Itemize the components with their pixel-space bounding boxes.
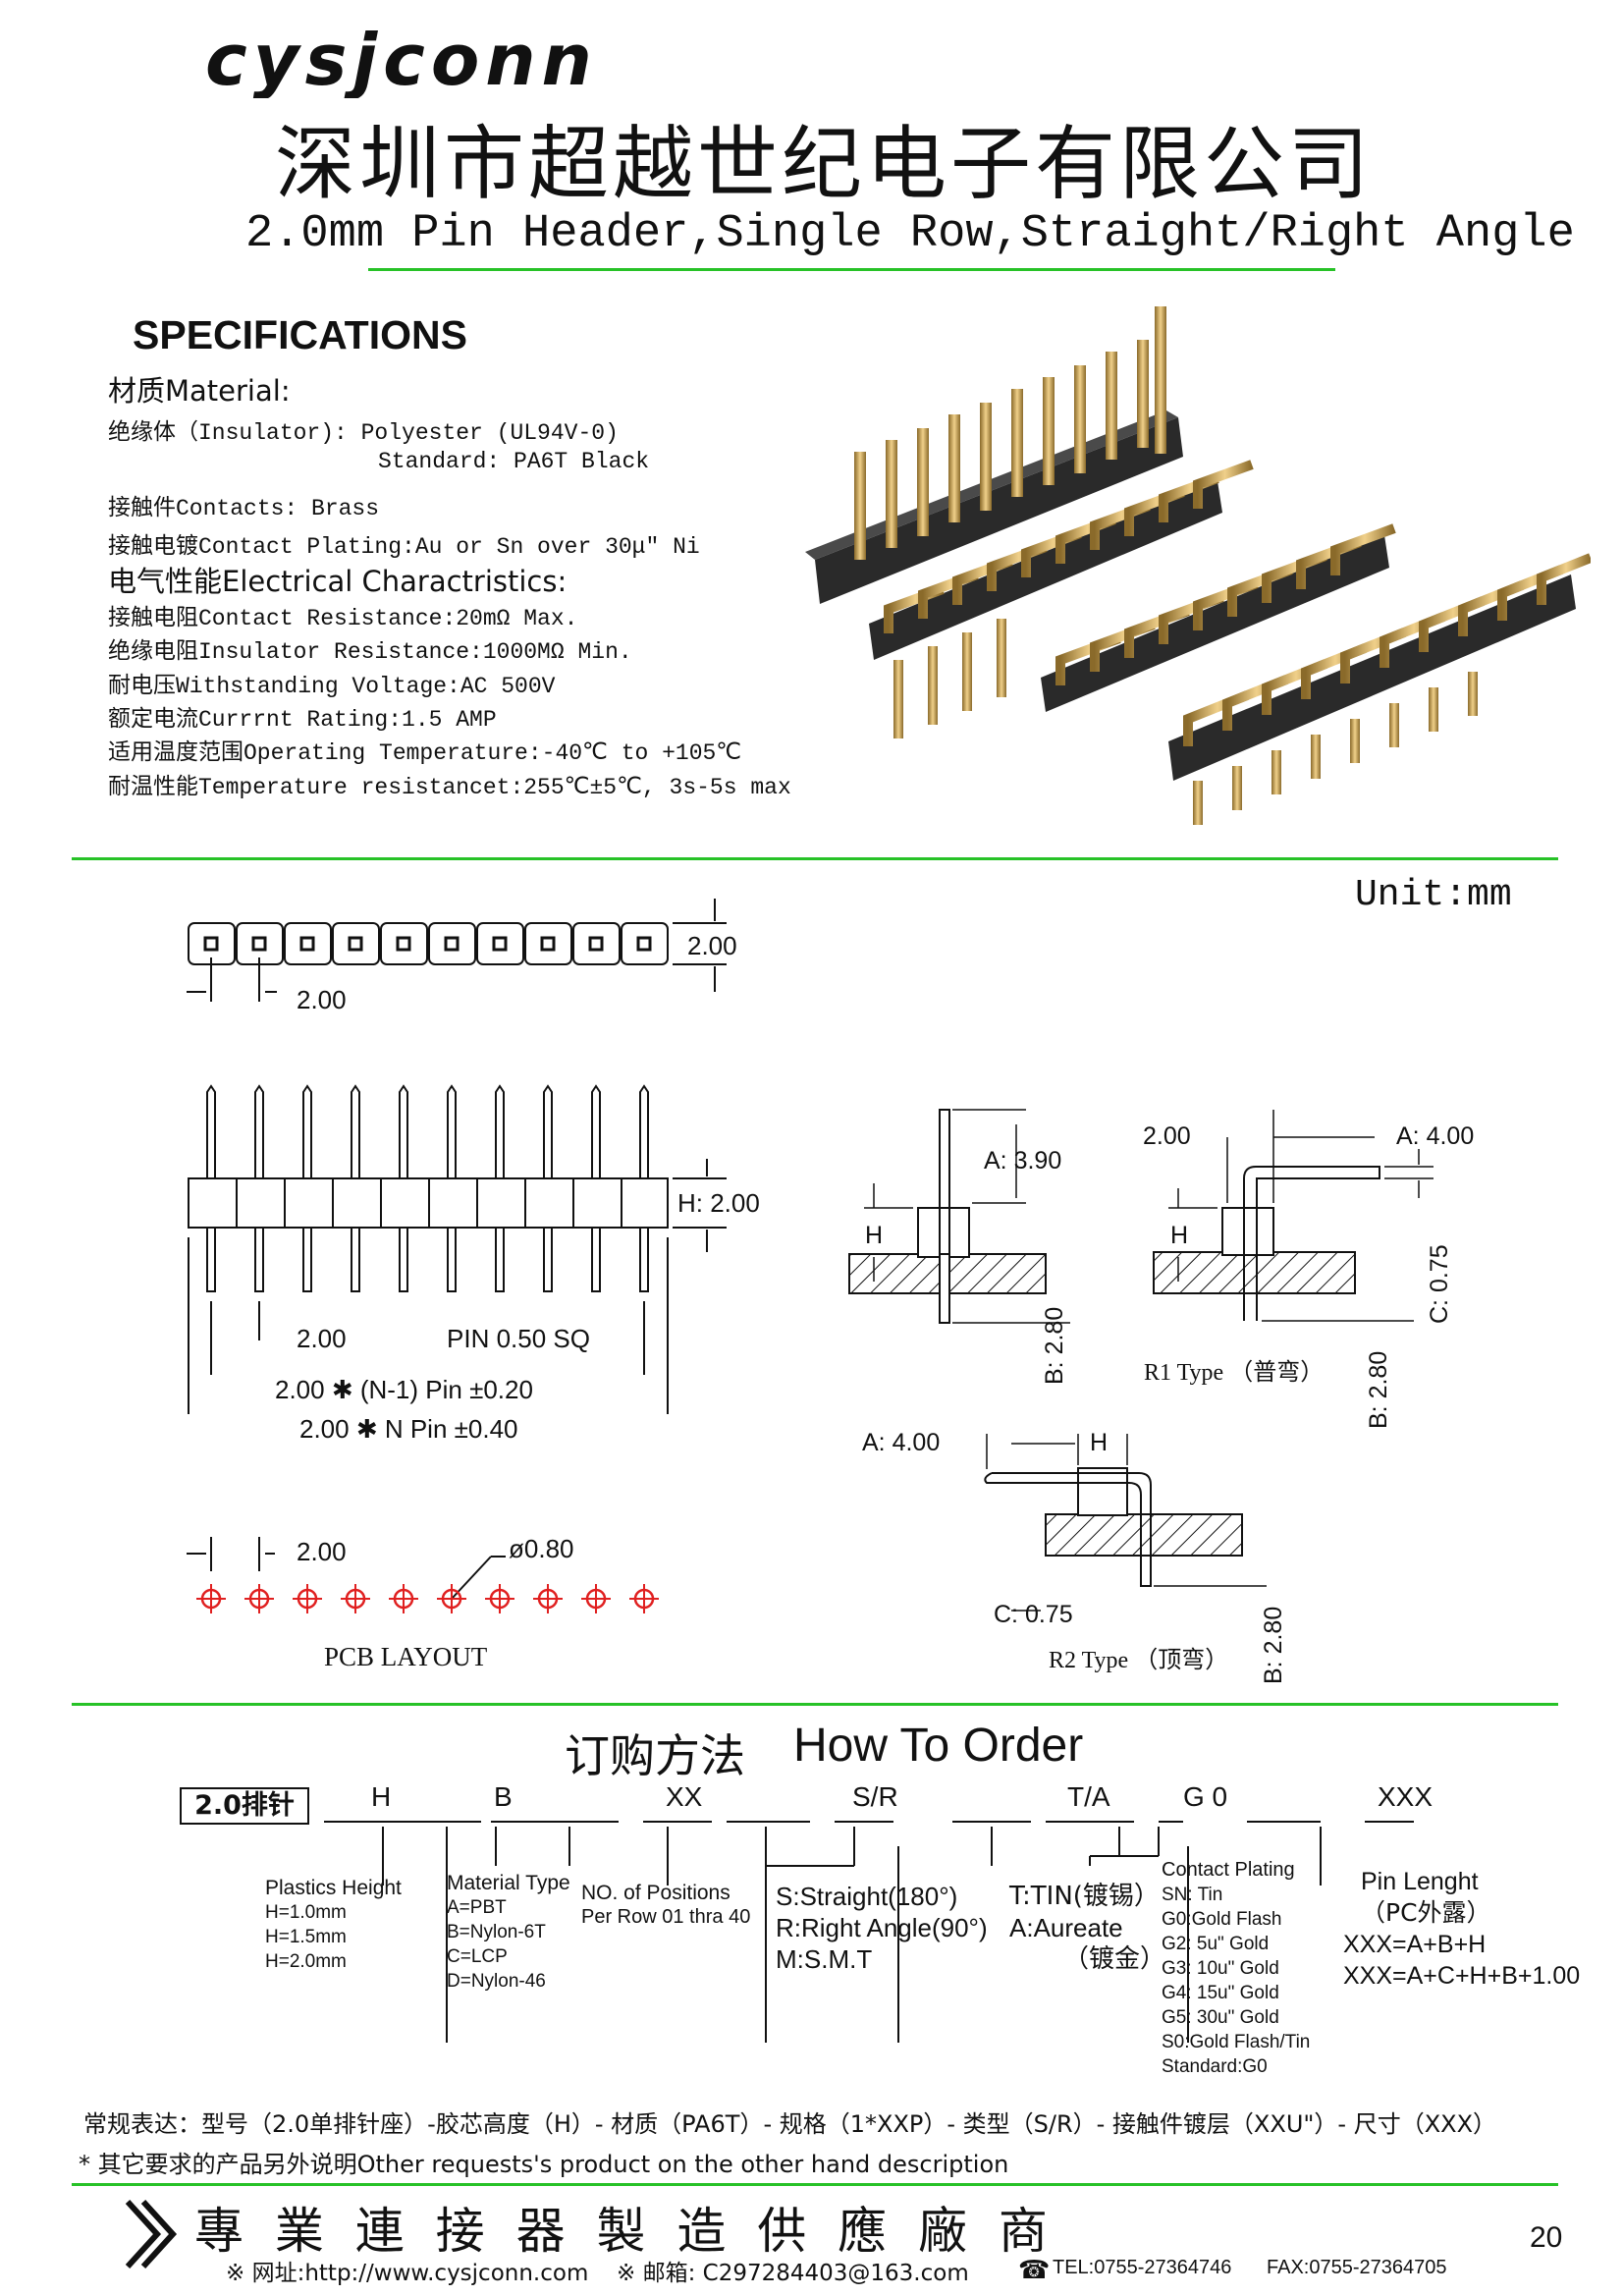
pcb-layout-title: PCB LAYOUT — [324, 1642, 488, 1671]
svg-text:cysjconn: cysjconn — [205, 27, 598, 98]
other-requests: * 其它要求的产品另外说明Other requests's product on… — [79, 2151, 1009, 2178]
page-number: 20 — [1530, 2221, 1563, 2254]
code-h: H — [371, 1781, 392, 1812]
order-title-en: How To Order — [793, 1720, 1084, 1772]
top-view-drawing — [177, 894, 766, 1021]
slogan-arrow-icon — [125, 2199, 180, 2269]
r1-type-label: R1 Type （普弯） — [1144, 1360, 1325, 1386]
r1-h-label: H — [1170, 1222, 1189, 1249]
top-pitch-label: 2.00 — [297, 985, 347, 1014]
section-divider-3 — [72, 2183, 1558, 2186]
straight-b-label: B: 2.80 — [1041, 1306, 1068, 1385]
code-xxx: XXX — [1378, 1781, 1434, 1812]
r1-pitch-label: 2.00 — [1143, 1122, 1191, 1150]
spec-temp-resist: 耐温性能Temperature resistancet:255℃±5℃, 3s-… — [108, 775, 791, 800]
footer-fax: FAX:0755-27364705 — [1267, 2257, 1447, 2278]
r2-side-drawing — [943, 1414, 1267, 1660]
top-height-label: 2.00 — [687, 931, 737, 960]
spec-contacts: 接触件Contacts: Brass — [108, 496, 380, 521]
right-angle-header-image-3 — [1168, 553, 1593, 825]
spec-plating: 接触电镀Contact Plating:Au or Sn over 30μ″ N… — [108, 534, 700, 560]
order-length-desc: Pin Lenght （PC外露） XXX=A+B+H XXX=A+C+H+B+… — [1343, 1868, 1581, 1990]
straight-side-drawing — [844, 1105, 1080, 1429]
section-divider-1 — [72, 857, 1558, 860]
r2-a-label: A: 4.00 — [862, 1429, 941, 1456]
r1-b-label: B: 2.80 — [1365, 1350, 1392, 1429]
unit-label: Unit:mm — [1355, 874, 1512, 916]
code-sr: S/R — [852, 1781, 898, 1812]
title-underline — [368, 268, 1335, 271]
r2-b-label: B: 2.80 — [1260, 1606, 1287, 1684]
order-material-desc: Material Type A=PBT B=Nylon-6T C=LCP D=N… — [447, 1872, 570, 1992]
spec-temperature: 适用温度范围Operating Temperature:-40℃ to +105… — [108, 740, 742, 766]
material-title: 材质Material: — [108, 374, 291, 408]
code-g0: G 0 — [1183, 1781, 1228, 1812]
r1-side-drawing — [1149, 1110, 1434, 1434]
front-pitch-label: 2.00 — [297, 1324, 347, 1353]
order-plating-desc: Contact Plating SN: Tin G0:Gold Flash G2… — [1162, 1859, 1311, 2077]
order-tin-desc: T:TIN(镀锡） A:Aureate （镀金） — [1009, 1882, 1166, 1974]
order-code-row — [304, 1787, 1600, 2062]
order-title-cn: 订购方法 — [565, 1729, 745, 1782]
code-b: B — [494, 1781, 513, 1812]
product-photo — [805, 295, 1593, 830]
r2-h-label: H — [1090, 1429, 1109, 1456]
order-height-desc: Plastics Height H=1.0mm H=1.5mm H=2.0mm — [265, 1877, 402, 1972]
order-positions-desc: NO. of Positions Per Row 01 thra 40 — [581, 1882, 751, 1928]
dim-n-minus-1: 2.00 ✱ (N-1) Pin ±0.20 — [275, 1375, 533, 1404]
pcb-pitch-label: 2.00 — [297, 1537, 347, 1566]
footer-slogan: 專 業 連 接 器 製 造 供 應 廠 商 — [194, 2203, 1055, 2260]
r2-type-label: R2 Type （顶弯） — [1049, 1648, 1229, 1673]
code-xx: XX — [666, 1781, 703, 1812]
company-name: 深圳市超越世纪电子有限公司 — [275, 118, 1374, 211]
spec-current: 额定电流Currrnt Rating:1.5 AMP — [108, 707, 497, 733]
product-title: 2.0mm Pin Header,Single Row,Straight/Rig… — [245, 208, 1575, 260]
spec-insulator: 绝缘体（Insulator): Polyester (UL94V-0) — [108, 420, 619, 446]
straight-h-label: H — [865, 1222, 884, 1249]
pcb-hole-label: ø0.80 — [509, 1534, 574, 1563]
section-divider-2 — [72, 1703, 1558, 1706]
code-ta: T/A — [1067, 1781, 1110, 1812]
spec-insulator-standard: Standard: PA6T Black — [378, 449, 650, 474]
regular-expression: 常规表达：型号（2.0单排针座）-胶芯高度（H）- 材质（PA6T）- 规格（1… — [83, 2110, 1497, 2138]
spec-resistance: 接触电阻Contact Resistance:20mΩ Max. — [108, 606, 578, 631]
front-view-drawing — [177, 1080, 766, 1453]
r1-a-label: A: 4.00 — [1396, 1122, 1475, 1150]
specifications-heading: SPECIFICATIONS — [133, 312, 467, 357]
r1-c-label: C: 0.75 — [1426, 1244, 1453, 1324]
spec-insulation: 绝缘电阻Insulator Resistance:1000MΩ Min. — [108, 639, 632, 665]
right-angle-header-image-2 — [1041, 523, 1396, 712]
electrical-title: 电气性能Electrical Charactristics: — [108, 565, 568, 598]
phone-icon: ☎ — [1018, 2255, 1051, 2284]
pcb-layout-drawing — [177, 1532, 687, 1640]
footer-website[interactable]: ※ 网址:http://www.cysjconn.com — [226, 2261, 589, 2286]
front-h-label: H: 2.00 — [677, 1188, 760, 1218]
spec-voltage: 耐电压Withstanding Voltage:AC 500V — [108, 674, 556, 699]
footer-email[interactable]: ※ 邮箱: C297284403@163.com — [617, 2261, 969, 2286]
pin-square-label: PIN 0.50 SQ — [447, 1324, 590, 1353]
company-logo: cysjconn — [201, 19, 673, 101]
order-type-desc: S:Straight(180°) R:Right Angle(90°) M:S.… — [776, 1882, 988, 1974]
straight-a-label: A: 3.90 — [984, 1147, 1062, 1175]
right-angle-header-image-1 — [869, 460, 1254, 738]
straight-header-image — [805, 306, 1183, 604]
r2-c-label: C: 0.75 — [994, 1601, 1073, 1628]
order-code-box: 2.0排针 — [180, 1787, 309, 1825]
dim-n: 2.00 ✱ N Pin ±0.40 — [299, 1414, 518, 1444]
footer-tel: TEL:0755-27364746 — [1053, 2257, 1232, 2278]
